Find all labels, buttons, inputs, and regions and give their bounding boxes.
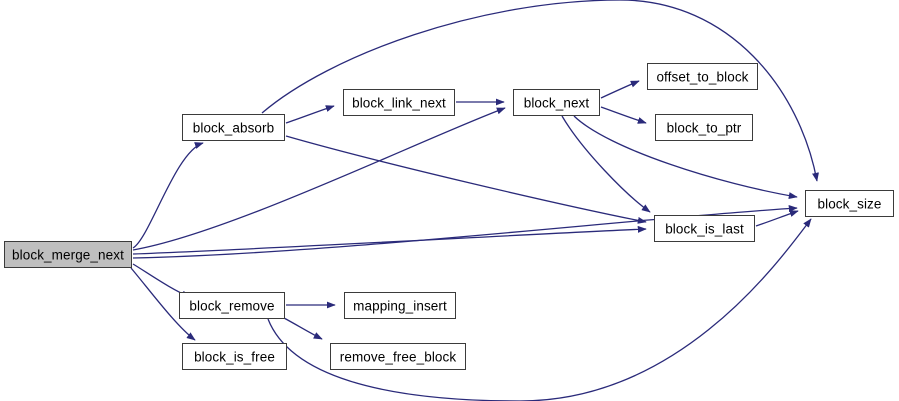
graph-node-label: block_size bbox=[817, 196, 882, 212]
edge-block-next-to-block-to-ptr bbox=[600, 106, 647, 124]
edge-block-merge-next-to-block-is-free bbox=[130, 267, 196, 341]
graph-node-label: block_merge_next bbox=[12, 247, 124, 263]
graph-node-remove-free-block[interactable]: remove_free_block bbox=[330, 343, 466, 370]
graph-node-block-is-free[interactable]: block_is_free bbox=[182, 343, 287, 370]
graph-node-block-absorb[interactable]: block_absorb bbox=[182, 114, 285, 141]
graph-node-label: remove_free_block bbox=[339, 349, 457, 365]
graph-node-label: block_link_next bbox=[352, 95, 446, 111]
graph-node-label: block_to_ptr bbox=[666, 120, 742, 136]
edge-block-absorb-to-block-is-last bbox=[285, 135, 647, 224]
edge-block-next-to-block-size bbox=[573, 115, 798, 200]
graph-node-label: offset_to_block bbox=[656, 69, 749, 85]
graph-node-offset-to-block[interactable]: offset_to_block bbox=[647, 63, 758, 90]
graph-node-block-size[interactable]: block_size bbox=[805, 190, 894, 217]
graph-node-block-to-ptr[interactable]: block_to_ptr bbox=[655, 114, 753, 141]
edge-block-merge-next-to-block-size bbox=[132, 205, 798, 259]
graph-node-label: block_remove bbox=[189, 298, 275, 314]
edge-block-remove-to-remove-free-block bbox=[283, 317, 323, 340]
graph-node-block-merge-next[interactable]: block_merge_next bbox=[4, 241, 132, 268]
graph-node-label: mapping_insert bbox=[353, 298, 447, 314]
graph-node-block-link-next[interactable]: block_link_next bbox=[343, 89, 455, 116]
graph-node-label: block_absorb bbox=[192, 120, 275, 136]
graph-node-block-next[interactable]: block_next bbox=[513, 89, 600, 116]
edge-block-absorb-to-block-size bbox=[261, 0, 819, 182]
edge-block-next-to-offset-to-block bbox=[600, 80, 640, 99]
graph-node-block-is-last[interactable]: block_is_last bbox=[654, 215, 755, 242]
edge-block-merge-next-to-block-is-last bbox=[132, 225, 647, 255]
graph-node-label: block_is_free bbox=[194, 349, 275, 365]
edge-block-next-to-block-is-last bbox=[561, 115, 651, 213]
edge-block-is-last-to-block-size bbox=[755, 210, 799, 227]
graph-node-label: block_is_last bbox=[665, 221, 744, 237]
graph-node-mapping-insert[interactable]: mapping_insert bbox=[344, 292, 456, 319]
edge-block-absorb-to-block-link-next bbox=[285, 105, 335, 124]
edge-block-merge-next-to-block-next bbox=[132, 107, 506, 251]
graph-node-block-remove[interactable]: block_remove bbox=[179, 292, 285, 319]
graph-node-label: block_next bbox=[523, 95, 590, 111]
edge-block-merge-next-to-block-absorb bbox=[132, 142, 204, 249]
